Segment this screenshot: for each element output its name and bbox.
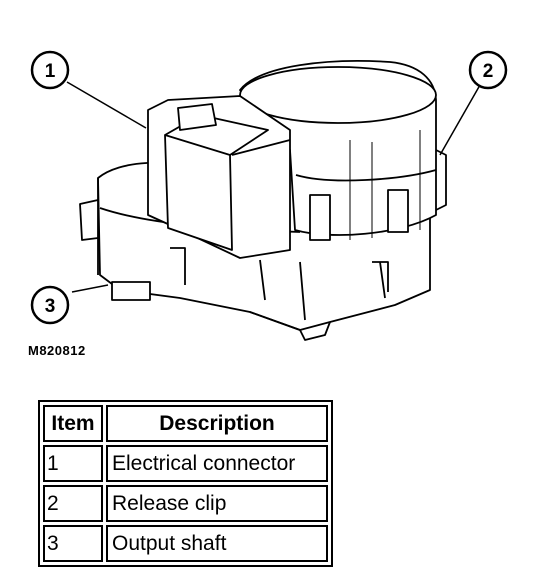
callout-1: 1 <box>30 50 70 90</box>
description-cell: Electrical connector <box>106 445 328 482</box>
callout-3: 3 <box>30 285 70 325</box>
table-row: 1 Electrical connector <box>43 445 328 482</box>
callout-2-label: 2 <box>483 61 494 82</box>
description-cell: Release clip <box>106 485 328 522</box>
description-cell: Output shaft <box>106 525 328 562</box>
legend-header-row: Item Description <box>43 405 328 442</box>
item-header: Item <box>43 405 103 442</box>
actuator-diagram: 1 2 3 <box>30 50 508 341</box>
item-cell: 3 <box>43 525 103 562</box>
callout-3-label: 3 <box>45 296 56 317</box>
item-cell: 1 <box>43 445 103 482</box>
callout-2: 2 <box>468 50 508 90</box>
description-header: Description <box>106 405 328 442</box>
table-row: 3 Output shaft <box>43 525 328 562</box>
callout-1-label: 1 <box>45 61 56 82</box>
figure-id: M820812 <box>28 343 86 358</box>
release-clip <box>435 149 447 211</box>
item-cell: 2 <box>43 485 103 522</box>
table-row: 2 Release clip <box>43 485 328 522</box>
legend-table: Item Description 1 Electrical connector … <box>38 400 333 567</box>
